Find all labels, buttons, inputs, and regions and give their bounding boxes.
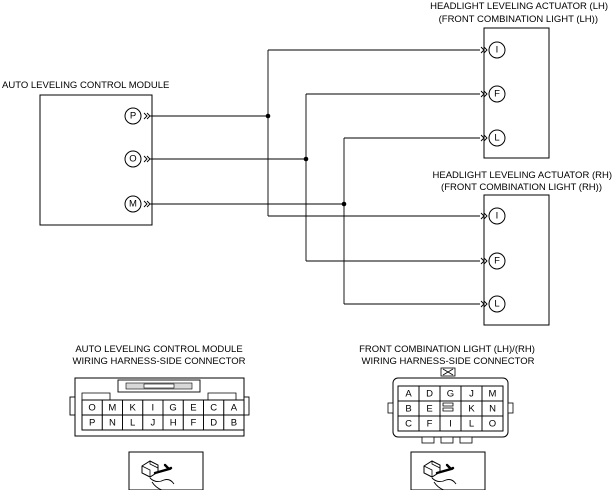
actuator-rh-title-line2: (FRONT COMBINATION LIGHT (RH))	[441, 182, 602, 193]
wire-p	[150, 49, 480, 217]
light-connector-pin-j: J	[469, 389, 474, 400]
module-connector-pin-e: E	[190, 403, 196, 414]
light-connector-pin-k: K	[468, 404, 475, 415]
junction-dot-o	[303, 156, 309, 162]
actuator-lh-title-line2: (FRONT COMBINATION LIGHT (LH))	[439, 14, 598, 25]
actuator-rh-title-line1: HEADLIGHT LEVELING ACTUATOR (RH)	[433, 170, 612, 181]
light-connector-pin-d: D	[426, 389, 433, 400]
module-pin-o: O	[124, 150, 142, 168]
module-pin-m-label: M	[129, 199, 137, 210]
module-connector-pin-j: J	[151, 418, 156, 429]
module-connector-view-icon	[128, 451, 204, 491]
module-connector-pin-n: N	[109, 418, 116, 429]
light-connector-pin-i: I	[449, 419, 452, 430]
actuator-rh-box	[483, 194, 550, 326]
module-connector-pin-p: P	[89, 418, 95, 429]
wires	[150, 49, 480, 305]
actuator-lh-chevrons	[480, 46, 488, 142]
light-connector-pin-b: B	[405, 404, 411, 415]
module-connector-right-latch	[243, 396, 250, 416]
light-connector-pin-l: L	[469, 419, 474, 430]
junction-dot-p	[265, 113, 271, 119]
module-connector-pin-f: F	[190, 418, 196, 429]
module-connector-left-latch	[69, 396, 76, 416]
actuator-rh-pin-f: F	[488, 252, 506, 270]
module-connector-pin-c: C	[210, 403, 217, 414]
module-connector-pin-b: B	[231, 418, 237, 429]
light-connector-pin-c: C	[405, 419, 412, 430]
module-connector: O M K I G E C A P N L J H F D B	[69, 377, 250, 437]
light-connector-pin-a: A	[405, 389, 412, 400]
light-connector-title-line2: WIRING HARNESS-SIDE CONNECTOR	[362, 356, 535, 367]
module-pin-p-label: P	[130, 111, 136, 122]
actuator-rh-chevrons	[480, 212, 488, 308]
actuator-rh-pin-i-label: I	[496, 211, 499, 222]
actuator-lh-pin-f: F	[488, 85, 506, 103]
light-connector-blocked-cell	[442, 402, 454, 412]
actuator-lh-pin-i-label: I	[496, 45, 499, 56]
light-connector-pin-e: E	[426, 404, 432, 415]
light-connector-pin-g: G	[447, 389, 454, 400]
module-box	[39, 94, 153, 226]
actuator-rh-pin-l-label: L	[494, 299, 499, 310]
module-connector-pin-a: A	[231, 403, 238, 414]
junction-dot-m	[341, 201, 347, 207]
light-connector-title-line1: FRONT COMBINATION LIGHT (LH)/(RH)	[359, 344, 535, 355]
module-connector-pin-m: M	[108, 403, 116, 414]
module-connector-pin-i: I	[152, 403, 155, 414]
wire-o	[150, 93, 480, 262]
module-chevrons	[143, 112, 151, 208]
light-connector-pin-m: M	[489, 389, 497, 400]
actuator-lh-pin-f-label: F	[494, 89, 500, 100]
light-connector-pin-n: N	[489, 404, 496, 415]
actuator-rh-pin-l: L	[488, 295, 506, 313]
module-connector-pin-o: O	[88, 403, 95, 414]
module-pin-p: P	[124, 107, 142, 125]
module-connector-pin-l: L	[130, 418, 135, 429]
actuator-lh-pin-l: L	[488, 129, 506, 147]
actuator-lh-box	[483, 27, 550, 159]
module-connector-title-line2: WIRING HARNESS-SIDE CONNECTOR	[73, 356, 246, 367]
module-connector-pin-d: D	[210, 418, 217, 429]
light-connector-view-icon	[410, 451, 486, 491]
module-connector-pin-k: K	[129, 403, 136, 414]
module-title: AUTO LEVELING CONTROL MODULE	[2, 80, 169, 91]
module-connector-pin-h: H	[170, 418, 177, 429]
module-pin-m: M	[124, 195, 142, 213]
light-connector: A D G J M B E K N C F I L O	[387, 367, 514, 444]
wire-m	[150, 137, 480, 305]
actuator-rh-pin-i: I	[488, 207, 506, 225]
actuator-rh-pin-f-label: F	[494, 256, 500, 267]
actuator-lh-pin-l-label: L	[494, 133, 499, 144]
actuator-lh-title-line1: HEADLIGHT LEVELING ACTUATOR (LH)	[430, 1, 608, 12]
module-connector-title-line1: AUTO LEVELING CONTROL MODULE	[75, 344, 242, 355]
light-connector-pin-o: O	[489, 419, 496, 430]
module-connector-pin-g: G	[169, 403, 176, 414]
actuator-lh-pin-i: I	[488, 41, 506, 59]
light-connector-pin-f: F	[427, 419, 433, 430]
module-pin-o-label: O	[129, 154, 136, 165]
